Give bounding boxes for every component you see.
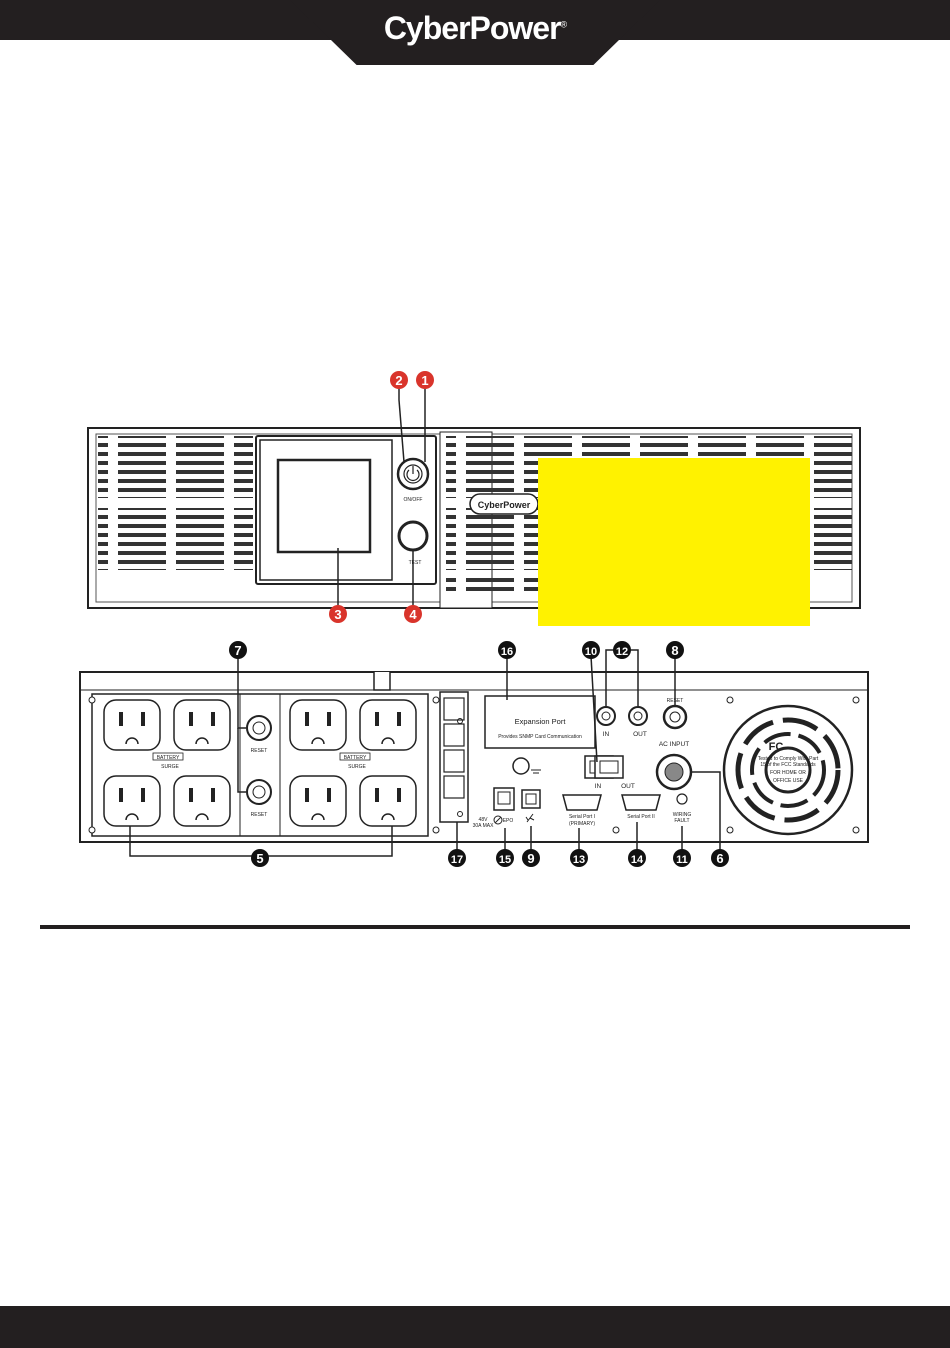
cooling-fan bbox=[722, 704, 854, 836]
svg-text:AC INPUT: AC INPUT bbox=[659, 741, 689, 748]
svg-text:15 of the FCC Standards: 15 of the FCC Standards bbox=[760, 762, 816, 768]
svg-text:16: 16 bbox=[501, 646, 513, 658]
svg-text:FOR HOME OR: FOR HOME OR bbox=[770, 770, 806, 776]
left-vent-lower bbox=[98, 508, 253, 570]
left-vent-upper bbox=[98, 436, 253, 498]
highlight-box bbox=[538, 458, 810, 626]
serial-port-1 bbox=[562, 794, 602, 811]
svg-text:IN: IN bbox=[603, 731, 610, 738]
svg-text:Serial Port I: Serial Port I bbox=[569, 814, 595, 820]
svg-text:WIRING: WIRING bbox=[673, 812, 692, 818]
footer-bar bbox=[0, 1306, 950, 1348]
section-divider bbox=[40, 925, 910, 929]
front-callouts: 2 1 3 4 bbox=[329, 371, 434, 623]
svg-text:4: 4 bbox=[409, 607, 417, 622]
svg-text:RESET: RESET bbox=[251, 812, 268, 818]
header-logo-tab bbox=[290, 0, 660, 65]
svg-text:15: 15 bbox=[499, 854, 511, 866]
svg-text:OFFICE USE: OFFICE USE bbox=[773, 778, 804, 784]
svg-text:Serial Port II: Serial Port II bbox=[627, 814, 655, 820]
lcd-screen bbox=[276, 458, 372, 554]
epo-icon bbox=[493, 815, 503, 825]
svg-text:1: 1 bbox=[421, 373, 428, 388]
fcc-logo: FC bbox=[769, 741, 784, 753]
svg-text:9: 9 bbox=[527, 851, 534, 866]
svg-text:11: 11 bbox=[676, 854, 688, 866]
callout-2 bbox=[390, 371, 408, 389]
svg-text:8: 8 bbox=[671, 643, 678, 658]
svg-text:BATTERY: BATTERY bbox=[344, 755, 367, 761]
lcd-module: ON/OFF TEST bbox=[255, 435, 437, 585]
brand-logo: CyberPower® bbox=[383, 10, 567, 46]
front-panel: ON/OFF TEST CyberPower bbox=[87, 427, 861, 626]
svg-text:OUT: OUT bbox=[633, 731, 647, 738]
rear-panel: BATTERY SURGE BATTERY SURGE RESET RESET … bbox=[79, 671, 869, 843]
serial-port-2 bbox=[621, 794, 661, 811]
svg-text:30A MAX: 30A MAX bbox=[473, 823, 495, 829]
svg-text:BATTERY: BATTERY bbox=[157, 755, 180, 761]
svg-text:FAULT: FAULT bbox=[674, 818, 689, 824]
epo-port bbox=[493, 787, 515, 811]
svg-text:SURGE: SURGE bbox=[161, 764, 179, 770]
coax-out bbox=[628, 706, 648, 726]
svg-text:14: 14 bbox=[631, 854, 644, 866]
input-breaker-reset bbox=[662, 704, 688, 730]
svg-text:SURGE: SURGE bbox=[348, 764, 366, 770]
svg-text:(PRIMARY): (PRIMARY) bbox=[569, 821, 595, 827]
power-icon bbox=[406, 469, 420, 481]
usb-icon bbox=[525, 813, 535, 823]
svg-text:3: 3 bbox=[334, 607, 341, 622]
expansion-port bbox=[484, 695, 596, 749]
svg-text:6: 6 bbox=[716, 851, 723, 866]
svg-text:Tested to Comply With Part: Tested to Comply With Part bbox=[758, 756, 819, 762]
power-button-label: ON/OFF bbox=[404, 497, 423, 503]
svg-text:5: 5 bbox=[256, 851, 263, 866]
test-button bbox=[397, 520, 429, 552]
faceplate-logo: CyberPower bbox=[478, 500, 531, 510]
outlets bbox=[103, 699, 417, 827]
svg-text:7: 7 bbox=[234, 643, 241, 658]
callout-3 bbox=[329, 605, 347, 623]
svg-text:IN: IN bbox=[595, 783, 602, 790]
rear-callout-badges: 7 16 10 12 8 5 17 15 9 13 14 11 6 bbox=[229, 641, 729, 867]
svg-text:12: 12 bbox=[616, 646, 628, 658]
rj45-out bbox=[594, 755, 624, 779]
svg-text:Provides SNMP Card Communicati: Provides SNMP Card Communication bbox=[498, 734, 582, 740]
svg-text:Expansion Port: Expansion Port bbox=[515, 717, 567, 726]
svg-text:RESET: RESET bbox=[251, 748, 268, 754]
callout-1 bbox=[416, 371, 434, 389]
coax-in bbox=[596, 706, 616, 726]
svg-text:EPO: EPO bbox=[503, 818, 514, 824]
wiring-fault-led bbox=[676, 793, 688, 805]
test-button-label: TEST bbox=[409, 560, 422, 566]
usb-port bbox=[521, 789, 541, 809]
svg-text:13: 13 bbox=[573, 854, 585, 866]
svg-text:48V: 48V bbox=[479, 817, 489, 823]
svg-text:2: 2 bbox=[395, 373, 402, 388]
callout-4 bbox=[404, 605, 422, 623]
svg-text:17: 17 bbox=[451, 854, 463, 866]
svg-text:OUT: OUT bbox=[621, 783, 635, 790]
ground-screw bbox=[512, 757, 530, 775]
svg-text:10: 10 bbox=[585, 646, 597, 658]
